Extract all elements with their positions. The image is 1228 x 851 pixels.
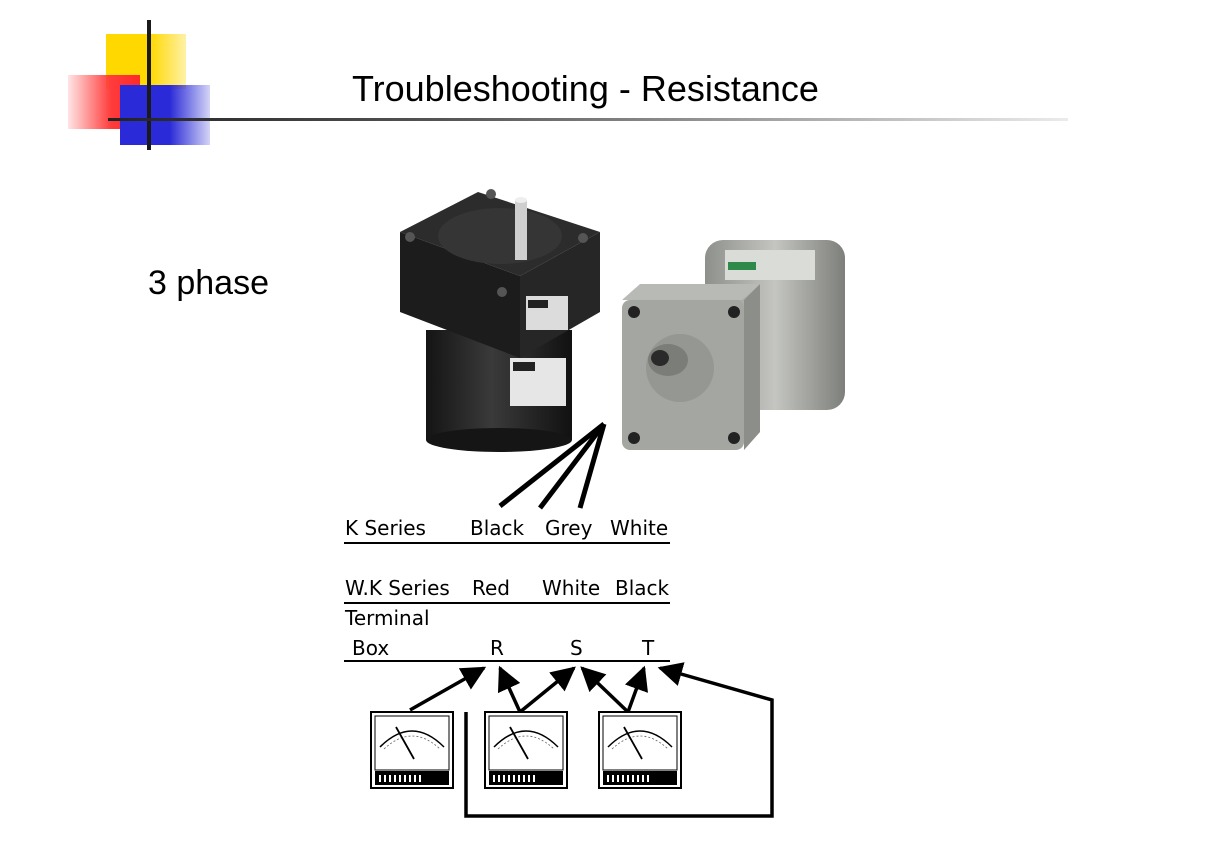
title-underline xyxy=(108,118,1068,121)
slide-subtitle: 3 phase xyxy=(148,264,269,302)
decorative-vertical-line xyxy=(147,20,151,150)
slide-title: Troubleshooting - Resistance xyxy=(352,68,819,109)
wk-series-wire-1: Red xyxy=(472,576,510,600)
terminal-t: T xyxy=(642,636,655,660)
black-motor-image xyxy=(400,189,600,452)
wk-series-divider xyxy=(344,602,670,604)
ohmmeter-icon xyxy=(598,711,682,789)
decorative-blue-block xyxy=(120,85,210,145)
k-series-divider xyxy=(344,542,670,544)
k-series-wire-2: Grey xyxy=(545,516,593,540)
terminal-s: S xyxy=(570,636,583,660)
grey-motor-image xyxy=(622,240,845,450)
terminal-box-label-line1: Terminal xyxy=(345,606,430,630)
wk-series-label: W.K Series xyxy=(345,576,450,600)
test-lead-arrows xyxy=(409,662,774,818)
terminal-r: R xyxy=(490,636,504,660)
terminal-box-divider xyxy=(344,660,670,662)
wk-series-wire-2: White xyxy=(542,576,601,600)
k-series-label: K Series xyxy=(345,516,426,540)
terminal-box-label-line2: Box xyxy=(352,636,390,660)
wk-series-wire-3: Black xyxy=(615,576,670,600)
ohmmeter-icon xyxy=(484,711,568,789)
k-series-wire-3: White xyxy=(610,516,669,540)
k-series-wire-1: Black xyxy=(470,516,525,540)
motor-lead-wires xyxy=(498,422,607,510)
ohmmeter-icon xyxy=(370,711,454,789)
